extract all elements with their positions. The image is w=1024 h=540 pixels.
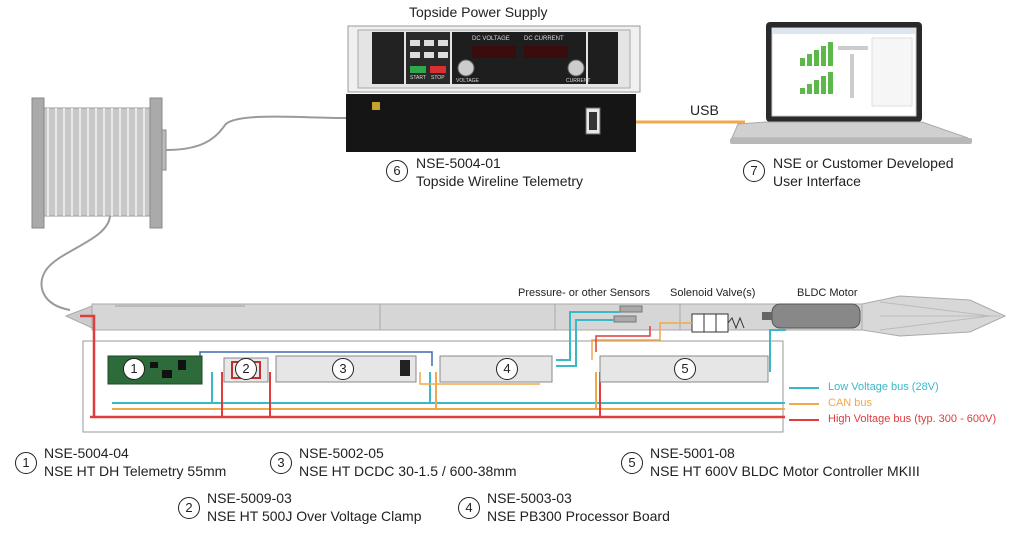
callout-7: 7 [743,160,765,182]
telemetry-part-number: NSE-5004-01 [416,155,501,171]
sensors-label: Pressure- or other Sensors [518,287,651,299]
electronics-housing [82,340,784,433]
reel-to-telemetry-cable [165,115,347,151]
list-part-4: NSE-5003-03 [487,490,572,506]
cable-reel [31,97,167,229]
usb-label: USB [690,102,719,118]
buses [80,311,786,419]
laptop [730,22,972,144]
list-name-5: NSE HT 600V BLDC Motor Controller MKIII [650,463,920,479]
ps-voltage-label: VOLTAGE [456,78,479,84]
legend-can-line [789,403,819,405]
list-callout-4: 4 [458,497,480,519]
list-name-3: NSE HT DCDC 30-1.5 / 600-38mm [299,463,517,479]
board-callout-4: 4 [496,358,518,380]
ui-line-2: User Interface [773,173,861,189]
board-callout-5: 5 [674,358,696,380]
list-name-4: NSE PB300 Processor Board [487,508,670,524]
board-callout-2: 2 [235,358,257,380]
sensors [613,305,643,323]
legend-can: CAN bus [828,397,873,409]
list-callout-3: 3 [270,452,292,474]
tool-string [64,295,1007,337]
legend-high-voltage-line [789,419,819,421]
list-part-5: NSE-5001-08 [650,445,735,461]
bldc-motor [762,303,861,329]
ps-current-label: CURRENT [566,78,591,84]
solenoid-label: Solenoid Valve(s) [670,287,756,299]
list-part-2: NSE-5009-03 [207,490,292,506]
board-callout-1: 1 [123,358,145,380]
ps-stop-label: STOP [431,75,445,81]
board-1-telemetry [107,355,203,385]
ui-line-1: NSE or Customer Developed [773,155,954,171]
ps-dc-current-label: DC CURRENT [524,36,564,42]
telemetry-name: Topside Wireline Telemetry [416,173,584,189]
ps-start-label: START [410,75,426,81]
callout-6: 6 [386,160,408,182]
list-part-1: NSE-5004-04 [44,445,129,461]
board-callout-3: 3 [332,358,354,380]
legend-low-voltage: Low Voltage bus (28V) [828,381,939,393]
legend-low-voltage-line [789,387,819,389]
list-callout-5: 5 [621,452,643,474]
ps-dc-voltage-label: DC VOLTAGE [472,36,510,42]
list-name-1: NSE HT DH Telemetry 55mm [44,463,227,479]
list-callout-2: 2 [178,497,200,519]
motor-label: BLDC Motor [797,287,858,299]
list-callout-1: 1 [15,452,37,474]
power-supply-unit [347,25,641,93]
reel-to-tool-cable [40,215,111,311]
legend-high-voltage: High Voltage bus (typ. 300 - 600V) [828,413,997,425]
list-part-3: NSE-5002-05 [299,445,384,461]
power-supply-title: Topside Power Supply [409,4,548,20]
list-name-2: NSE HT 500J Over Voltage Clamp [207,508,422,524]
telemetry-unit [346,94,636,152]
